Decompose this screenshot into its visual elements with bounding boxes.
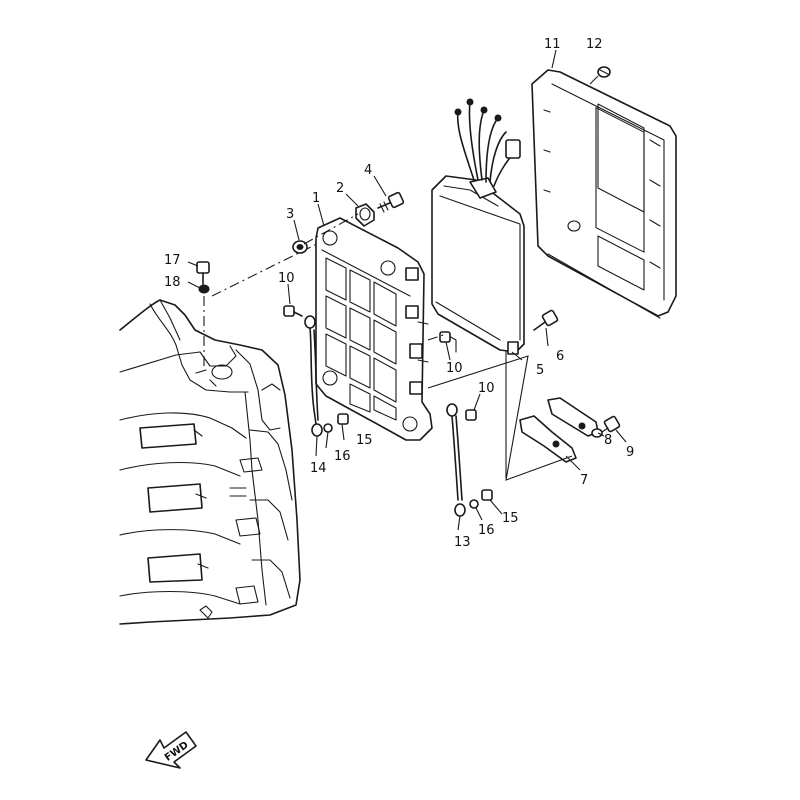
spacer-2 xyxy=(355,203,375,227)
bolt-10b xyxy=(439,331,451,343)
screw-12 xyxy=(597,66,611,78)
callout-5: 5 xyxy=(536,363,544,378)
washer-18 xyxy=(198,284,210,294)
washer-16b xyxy=(469,499,479,509)
callout-13: 13 xyxy=(454,535,471,550)
bolt-4 xyxy=(377,191,405,213)
leader-lines xyxy=(187,49,627,531)
callout-1: 1 xyxy=(312,191,320,206)
washer-8 xyxy=(591,428,603,438)
callout-10-right: 10 xyxy=(478,381,495,396)
assembly-frame-lines xyxy=(427,355,573,481)
screw-9 xyxy=(601,415,621,433)
bracket-assembly-line xyxy=(211,239,326,297)
screw-12-leader xyxy=(589,75,599,85)
bolt-6 xyxy=(533,309,559,331)
screw-15b xyxy=(481,489,493,501)
callout-2: 2 xyxy=(336,181,344,196)
callout-14: 14 xyxy=(310,461,327,476)
grommet-3 xyxy=(292,240,308,254)
callout-10-left: 10 xyxy=(278,271,295,286)
cdi-unit-5 xyxy=(431,98,525,355)
callout-11: 11 xyxy=(544,37,561,52)
callout-labels: 1 2 3 4 5 6 7 8 9 10 10 10 11 12 13 14 1… xyxy=(164,37,634,550)
engine-block xyxy=(119,299,301,625)
callout-17: 17 xyxy=(164,253,181,268)
callout-12: 12 xyxy=(586,37,603,52)
callout-16-left: 16 xyxy=(334,449,351,464)
cover-11 xyxy=(531,69,677,319)
callout-18: 18 xyxy=(164,275,181,290)
callout-16-right: 16 xyxy=(478,523,495,538)
fwd-arrow-icon: FWD xyxy=(145,731,197,769)
lead-wire-13 xyxy=(446,403,466,517)
callout-8: 8 xyxy=(604,433,612,448)
bolt-10c xyxy=(465,409,477,421)
screw-15a xyxy=(337,413,349,425)
callout-4: 4 xyxy=(364,163,372,178)
washer-16a xyxy=(323,423,333,433)
plate-grid xyxy=(325,257,397,421)
callout-7: 7 xyxy=(580,473,588,488)
callout-3: 3 xyxy=(286,207,294,222)
cdi-assembly-line xyxy=(427,333,447,341)
callout-9: 9 xyxy=(626,445,634,460)
callout-15-left: 15 xyxy=(356,433,373,448)
callout-10-middle: 10 xyxy=(446,361,463,376)
bolt-17 xyxy=(196,261,210,285)
bolt-10a xyxy=(283,305,303,317)
mounting-plate-1 xyxy=(315,217,433,441)
callout-15-right: 15 xyxy=(502,511,519,526)
callout-6: 6 xyxy=(556,349,564,364)
bracket-7 xyxy=(519,397,599,463)
